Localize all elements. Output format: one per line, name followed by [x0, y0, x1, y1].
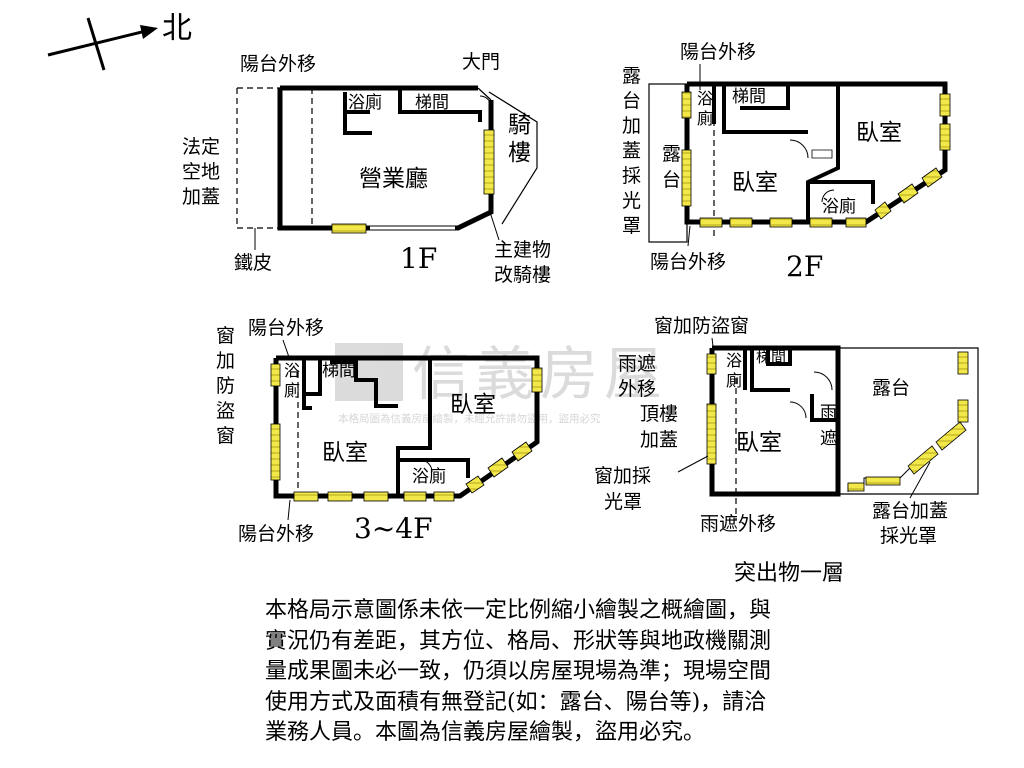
watermark-logo	[335, 343, 403, 401]
label-balcony-moved: 陽台外移	[240, 53, 316, 75]
label-bedroom-mid: 臥室	[732, 170, 778, 196]
label-stairs: 梯間	[322, 361, 356, 381]
label-canopy-moved-bottom: 雨遮外移	[700, 513, 776, 535]
label-canopy: 雨 遮	[820, 403, 842, 449]
label-bathroom: 浴 廁	[726, 351, 747, 390]
disclaimer-line: 業務人員。本圖為信義房屋繪製，盜用必究。	[265, 720, 706, 745]
label-stairs: 梯間	[415, 93, 449, 113]
window	[433, 491, 455, 502]
floor-plan-2f: 陽台外移 露 台 加 蓋 採 光 罩 浴 廁 梯間 露 台 臥室 臥室 浴廁 陽…	[622, 41, 951, 283]
floor-plan-1f: 陽台外移 大門 浴廁 梯間 騎 樓 營業廳 法定 空地 加蓋 鐵皮 1F 主建物…	[182, 51, 557, 286]
window	[921, 167, 943, 188]
disclaimer: 本格局示意圖係未依一定比例縮小繪製之概繪圖，與 實況仍有差距，其方位、格局、形狀…	[265, 596, 905, 749]
window	[957, 351, 969, 375]
window	[865, 476, 901, 486]
window	[681, 149, 692, 207]
window	[706, 353, 717, 375]
disclaimer-line: 本格局示意圖係未依一定比例縮小繪製之概繪圖，與	[265, 598, 772, 623]
label-stairs: 梯間	[732, 87, 766, 107]
label-stairs: 梯間	[756, 348, 786, 366]
compass: 北	[47, 11, 192, 71]
floor-title-rooftop: 突出物一層	[734, 561, 844, 586]
label-roof-cover: 頂樓 加蓋	[640, 403, 684, 451]
window	[729, 217, 753, 228]
label-bedroom-left: 臥室	[322, 440, 368, 466]
label-bedroom-right: 臥室	[856, 120, 902, 146]
window	[681, 91, 692, 119]
label-bathroom-lower: 浴廁	[822, 196, 856, 217]
label-business-hall: 營業廳	[359, 166, 428, 192]
floor-title-2f: 2F	[786, 250, 823, 283]
window	[487, 457, 509, 478]
window	[465, 475, 485, 494]
disclaimer-line: 使用方式及面積有無登記(如：露台、陽台等)，請洽	[265, 689, 767, 715]
label-terrace: 露 台	[662, 143, 687, 191]
label-bathroom-lower: 浴廁	[412, 466, 446, 487]
window	[809, 217, 833, 228]
floor-plan-rooftop: 窗加防盜窗 雨遮 外移 浴 廁 梯間 頂樓 加蓋 臥室 雨 遮 露台 窗加採 光…	[594, 315, 979, 586]
window	[483, 129, 495, 195]
label-main-bldg-arcade: 主建物 改騎樓	[494, 239, 557, 286]
label-terrace-skylight: 露 台 加 蓋 採 光 罩	[622, 65, 647, 237]
label-bathroom-left: 浴 廁	[697, 89, 718, 128]
label-balcony-moved-bottom: 陽台外移	[650, 251, 726, 273]
window	[363, 491, 389, 502]
label-terrace-skylight: 露台加蓋 採光罩	[872, 500, 954, 547]
window	[939, 123, 951, 151]
label-window-guard: 窗加防盜窗	[654, 315, 749, 337]
window	[531, 367, 543, 393]
window	[897, 183, 919, 204]
window	[327, 491, 353, 502]
window	[874, 201, 892, 220]
window	[845, 217, 867, 228]
label-terrace: 露台	[872, 377, 910, 399]
window	[957, 399, 969, 423]
window	[403, 491, 427, 502]
label-bedroom: 臥室	[736, 430, 782, 456]
floor-title-3-4f: 3~4F	[354, 512, 433, 545]
window	[769, 217, 793, 228]
window	[699, 217, 723, 228]
window	[935, 421, 967, 451]
label-window-skylight: 窗加採 光罩	[594, 465, 657, 513]
window	[706, 403, 717, 465]
label-iron-sheet: 鐵皮	[234, 252, 272, 274]
label-canopy-moved: 雨遮 外移	[618, 353, 662, 400]
window	[907, 445, 939, 475]
window	[293, 491, 319, 502]
window	[847, 482, 865, 492]
window	[270, 363, 281, 387]
label-legal-open-space: 法定 空地 加蓋	[182, 136, 226, 208]
disclaimer-line: 實況仍有差距，其方位、格局、形狀等與地政機關測	[265, 628, 772, 654]
label-bathroom-left: 浴 廁	[284, 361, 305, 400]
compass-north-label: 北	[162, 11, 192, 46]
window	[270, 423, 281, 481]
window	[939, 93, 951, 117]
label-bathroom: 浴廁	[348, 92, 382, 113]
floor-plan-3-4f: 陽台外移 窗 加 防 盜 窗 浴 廁 梯間 臥室 臥室 浴廁 陽台外移 3~4F	[216, 317, 543, 545]
label-balcony-moved-top: 陽台外移	[248, 317, 324, 339]
label-main-door: 大門	[462, 51, 500, 73]
window	[331, 223, 367, 234]
disclaimer-line: 量成果圖未必一致，仍須以房屋現場為準；現場空間	[265, 659, 772, 684]
label-balcony-moved-bottom: 陽台外移	[238, 523, 314, 545]
label-bedroom-right: 臥室	[450, 392, 496, 418]
window	[511, 441, 533, 462]
label-arcade: 騎 樓	[508, 112, 538, 166]
label-balcony-moved-top: 陽台外移	[680, 41, 756, 63]
floor-title-1f: 1F	[400, 242, 437, 275]
label-window-guard: 窗 加 防 盜 窗	[216, 325, 241, 447]
